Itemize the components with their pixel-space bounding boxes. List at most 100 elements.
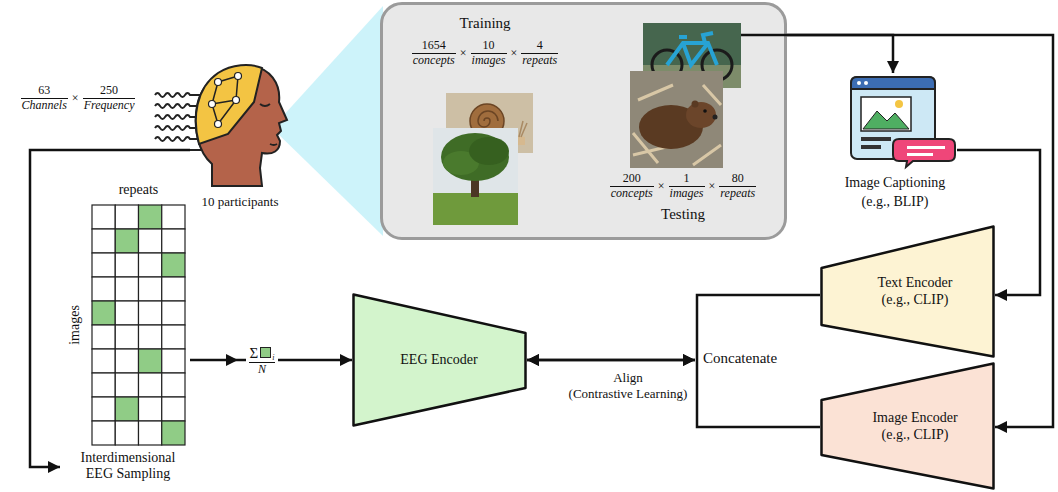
window-bar — [851, 77, 935, 89]
node-label: 10 participants — [202, 194, 279, 210]
window-dot — [864, 81, 868, 85]
captioning-illustration — [833, 73, 957, 173]
picture-frame — [861, 97, 911, 131]
fraction-row: 63Channels×250Frequency — [21, 84, 136, 113]
grid-cell — [162, 277, 185, 301]
grid-cell — [139, 277, 162, 301]
connector-line — [697, 360, 820, 427]
grid-cell — [162, 301, 185, 325]
times-sign: × — [460, 46, 467, 61]
electrode — [215, 121, 222, 128]
node-label: Text Encoder (e.g., CLIP) — [878, 274, 953, 308]
trapezoid-shape — [822, 227, 994, 357]
fraction-denominator: Channels — [21, 99, 68, 113]
grid-cell — [92, 421, 115, 445]
fraction-numerator: 80 — [719, 172, 756, 187]
fraction: 1images — [669, 172, 705, 201]
grid-cell — [162, 205, 185, 229]
fraction: 1654concepts — [412, 39, 456, 68]
fraction-numerator: 4 — [521, 39, 558, 54]
image-encoder: Image Encoder (e.g., CLIP) — [820, 362, 995, 490]
grid-cell — [115, 229, 138, 253]
grid-cell — [92, 277, 115, 301]
grid-cell — [162, 229, 185, 253]
denominator: N — [258, 363, 266, 377]
grid-cell — [162, 253, 185, 277]
electrode — [233, 97, 240, 104]
grid-cell — [139, 397, 162, 421]
axis-label: images — [67, 305, 83, 345]
sticks — [633, 85, 721, 165]
fraction-numerator: 1 — [669, 172, 705, 187]
grid-cell — [139, 301, 162, 325]
fraction-denominator: concepts — [610, 187, 654, 201]
text-line: Image Captioning — [845, 173, 946, 192]
dataset-panel: Training1654concepts×10images×4repeats20… — [380, 2, 787, 240]
grid-cell — [115, 205, 138, 229]
fraction-row: 1654concepts×10images×4repeats — [412, 39, 558, 68]
fraction-row: 200concepts×1images×80repeats — [610, 172, 756, 201]
node-label: Image Encoder (e.g., CLIP) — [872, 409, 957, 443]
sum-over-n: ΣiN — [246, 344, 279, 377]
grid-cell — [92, 229, 115, 253]
grid-cell — [115, 301, 138, 325]
green-sample-square — [260, 347, 271, 358]
fraction-denominator: repeats — [719, 187, 756, 201]
grid-cell — [115, 397, 138, 421]
electrode — [235, 73, 242, 80]
operation-label: Concatenate — [703, 350, 777, 367]
connector — [527, 360, 820, 427]
text-line-icon — [861, 145, 881, 149]
connector-line — [30, 150, 190, 467]
electrode — [215, 79, 222, 86]
fraction: 200concepts — [610, 172, 654, 201]
mountains — [863, 111, 909, 129]
window-dot — [857, 81, 861, 85]
zoom-callout — [272, 6, 383, 236]
fraction: 80repeats — [719, 172, 756, 201]
grid-cell — [115, 277, 138, 301]
fraction-numerator: 250 — [83, 84, 136, 99]
beaver-nose — [713, 115, 718, 120]
text-line: Align — [569, 370, 688, 386]
electrode — [209, 101, 216, 108]
fraction-numerator: 10 — [471, 39, 507, 54]
image-wire — [741, 34, 787, 37]
panel-heading: Training — [459, 15, 510, 32]
times-sign: × — [658, 179, 665, 194]
axis-label: repeats — [119, 182, 159, 198]
grid-cell — [139, 349, 162, 373]
fraction: 4repeats — [521, 39, 558, 68]
fraction-numerator: 200 — [610, 172, 654, 187]
tree-canopy — [469, 137, 509, 165]
trapezoid-outline — [820, 362, 995, 490]
connector — [787, 35, 893, 73]
beaver-head — [686, 102, 716, 128]
grid-cell — [92, 373, 115, 397]
speech-bubble — [893, 139, 955, 167]
node-label: Interdimensional EEG Sampling — [81, 450, 176, 482]
beaver-eye — [703, 109, 707, 113]
grid-cell — [92, 301, 115, 325]
trapezoid-outline — [820, 225, 995, 358]
grid-cell — [162, 349, 185, 373]
grid-cell — [115, 325, 138, 349]
fraction: 63Channels — [21, 84, 68, 113]
grid-cell — [115, 349, 138, 373]
grass — [433, 193, 518, 225]
eeg-cap — [196, 65, 262, 144]
bicycle-frame — [667, 33, 717, 65]
times-sign: × — [709, 179, 716, 194]
snail-antenna — [519, 121, 527, 137]
grid-cell — [139, 253, 162, 277]
connector — [30, 150, 190, 467]
connector — [787, 35, 1053, 427]
sun — [895, 100, 903, 108]
grid-cell — [115, 421, 138, 445]
shell-spiral — [478, 111, 498, 127]
grid-cell — [115, 373, 138, 397]
grid-cell — [92, 205, 115, 229]
subscript: i — [272, 354, 274, 362]
grid-cell — [162, 325, 185, 349]
